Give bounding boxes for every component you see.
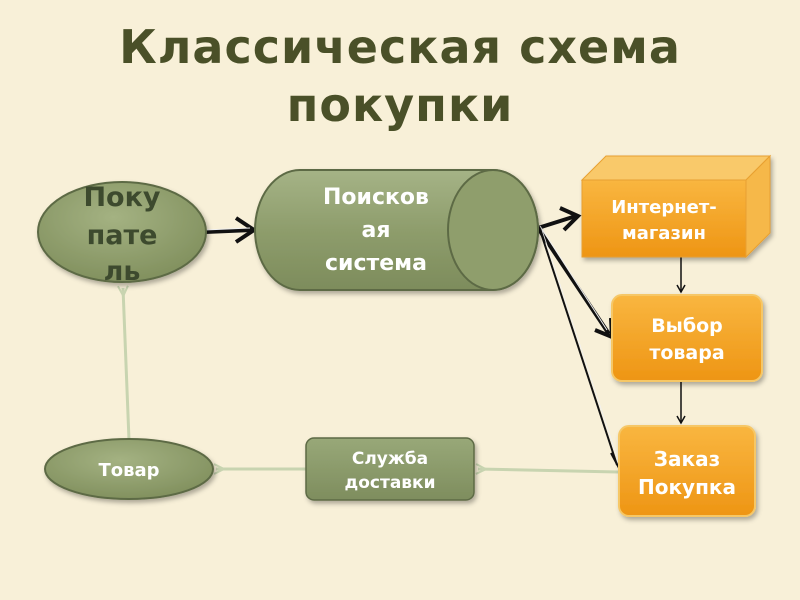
buyer-label-line-3: ль xyxy=(104,256,141,287)
node-buyer xyxy=(37,181,207,283)
delivery-label-line-1: Служба xyxy=(352,449,428,469)
delivery-label-line-2: доставки xyxy=(344,473,435,493)
arrow-buyer-to-search xyxy=(204,216,258,244)
node-shop-label: Интернет- магазин xyxy=(611,197,717,244)
title-line-1: Классическая схема xyxy=(119,20,681,74)
node-buyer-label: Поку пате ль xyxy=(83,182,160,287)
choice-label-line-2: товара xyxy=(649,342,724,364)
page-title: Классическая схема покупки xyxy=(0,18,800,134)
choice-label-line-1: Выбор xyxy=(651,315,723,337)
node-shop xyxy=(580,154,772,259)
buyer-label-line-1: Поку xyxy=(83,182,160,213)
node-choice-label: Выбор товара xyxy=(649,315,724,364)
node-search xyxy=(254,169,539,291)
search-label-line-1: Поисков xyxy=(323,185,429,210)
order-label-line-1: Заказ xyxy=(654,447,720,471)
arrow-order-to-delivery xyxy=(478,469,619,472)
arrow-search-to-shop xyxy=(537,206,582,232)
node-search-label: Поисков ая система xyxy=(323,185,429,276)
title-line-2: покупки xyxy=(286,78,514,132)
search-label-line-2: ая xyxy=(362,218,391,243)
order-label-line-2: Покупка xyxy=(638,475,736,499)
shop-label-line-1: Интернет- xyxy=(611,197,717,218)
goods-label: Товар xyxy=(98,460,159,481)
shop-label-line-2: магазин xyxy=(622,223,706,244)
search-label-line-3: система xyxy=(325,251,427,276)
node-choice xyxy=(611,294,763,382)
node-goods xyxy=(44,438,214,500)
arrow-goods-to-buyer xyxy=(123,288,131,441)
node-delivery xyxy=(305,437,475,501)
buyer-label-line-2: пате xyxy=(87,220,158,251)
node-order xyxy=(618,425,756,517)
node-delivery-label: Служба доставки xyxy=(344,449,435,493)
node-order-label: Заказ Покупка xyxy=(638,447,736,499)
node-goods-label: Товар xyxy=(98,460,159,481)
